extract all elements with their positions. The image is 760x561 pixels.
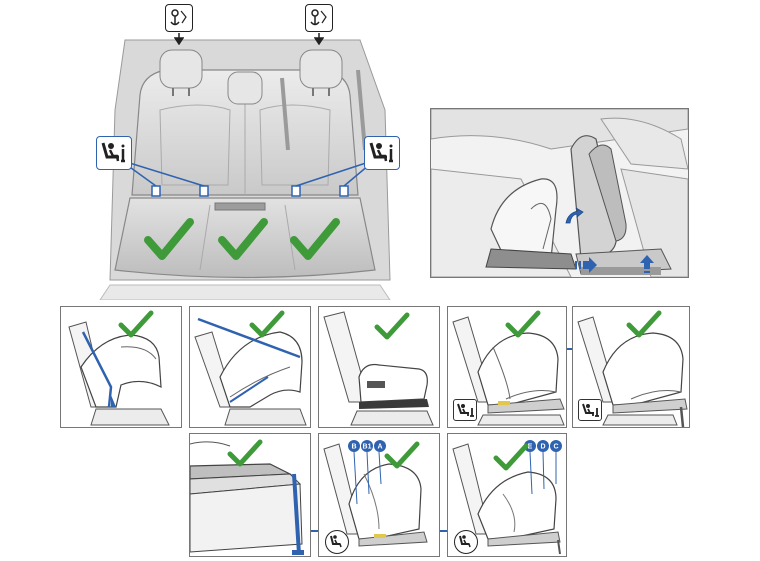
backrest-tilt-arrow-icon: [564, 207, 584, 225]
check-mark-icon: [374, 312, 410, 340]
check-mark-icon: [626, 310, 662, 338]
isize-child-seat-icon: [325, 530, 349, 554]
connector-dash: [567, 348, 572, 350]
check-mark-icon: [144, 218, 194, 260]
lower-anchor-3: [291, 185, 301, 197]
isize-panel-left: B B1 A: [318, 433, 440, 557]
height-tag-e: E: [524, 440, 536, 452]
check-mark-icon: [505, 310, 541, 338]
isofix-child-seat-icon: [96, 136, 132, 170]
front-seat-illustration: [431, 109, 688, 277]
rear-seat-illustration: [99, 39, 391, 300]
child-seat-belt-illustration: [68, 310, 170, 426]
check-mark-icon: [218, 218, 268, 260]
isize-panel-right: E D C: [447, 433, 567, 557]
seat-forward-arrow-icon: [574, 257, 598, 273]
lower-anchor-2: [199, 185, 209, 197]
down-arrow-icon: [314, 33, 324, 45]
height-tag-b-label: B: [351, 444, 356, 451]
check-mark-icon: [384, 441, 420, 469]
check-mark-icon: [118, 310, 154, 338]
isofix-child-seat-icon: [453, 399, 477, 421]
method-panel-1: [60, 306, 182, 428]
down-arrow-icon: [174, 33, 184, 45]
method-panel-4: [447, 306, 567, 428]
method-panel-3: [318, 306, 440, 428]
headrest-right: [299, 49, 343, 89]
headrest-left: [159, 49, 203, 89]
connector-dash: [440, 530, 447, 532]
height-tag-a: A: [374, 440, 386, 452]
isize-seat-illustration: B B1 A: [323, 440, 428, 547]
lower-anchor-1: [151, 185, 161, 197]
isofix-child-seat-icon: [364, 136, 400, 170]
height-tag-b: B: [348, 440, 360, 452]
anchor-tether-icon: [165, 4, 193, 32]
height-tag-b1-label: B1: [363, 444, 372, 451]
check-mark-icon: [227, 439, 263, 467]
height-tag-a-label: A: [377, 444, 382, 451]
seat-raise-arrow-icon: [640, 255, 654, 275]
height-tag-b1: B1: [361, 440, 373, 452]
headrest-center: [227, 71, 263, 105]
support-leg-detail-panel: [189, 433, 311, 557]
lower-anchor-4: [339, 185, 349, 197]
method-panel-5: [572, 306, 690, 428]
height-tag-e-label: E: [528, 444, 533, 451]
height-tag-c: C: [550, 440, 562, 452]
rear-seat-overview: [90, 0, 400, 300]
isize-seat-illustration: E D C: [452, 440, 562, 555]
isofix-child-seat-icon: [578, 399, 602, 421]
connector-dash: [311, 530, 318, 532]
anchor-tether-icon: [305, 4, 333, 32]
height-tag-c-label: C: [553, 444, 558, 451]
isize-child-seat-icon: [454, 530, 478, 554]
isofix-support-leg-illustration: [577, 310, 688, 427]
check-mark-icon: [493, 443, 529, 471]
isofix-seat-illustration: [452, 310, 565, 426]
booster-seat-illustration: [323, 311, 434, 426]
method-panel-2: [189, 306, 311, 428]
check-mark-icon: [249, 310, 285, 338]
height-tag-d-label: D: [540, 444, 545, 451]
support-leg-illustration: [190, 439, 304, 555]
front-seat-adjustment-panel: [430, 108, 689, 278]
height-tag-d: D: [537, 440, 549, 452]
top-tether-illustration: [194, 310, 307, 426]
check-mark-icon: [290, 218, 340, 260]
